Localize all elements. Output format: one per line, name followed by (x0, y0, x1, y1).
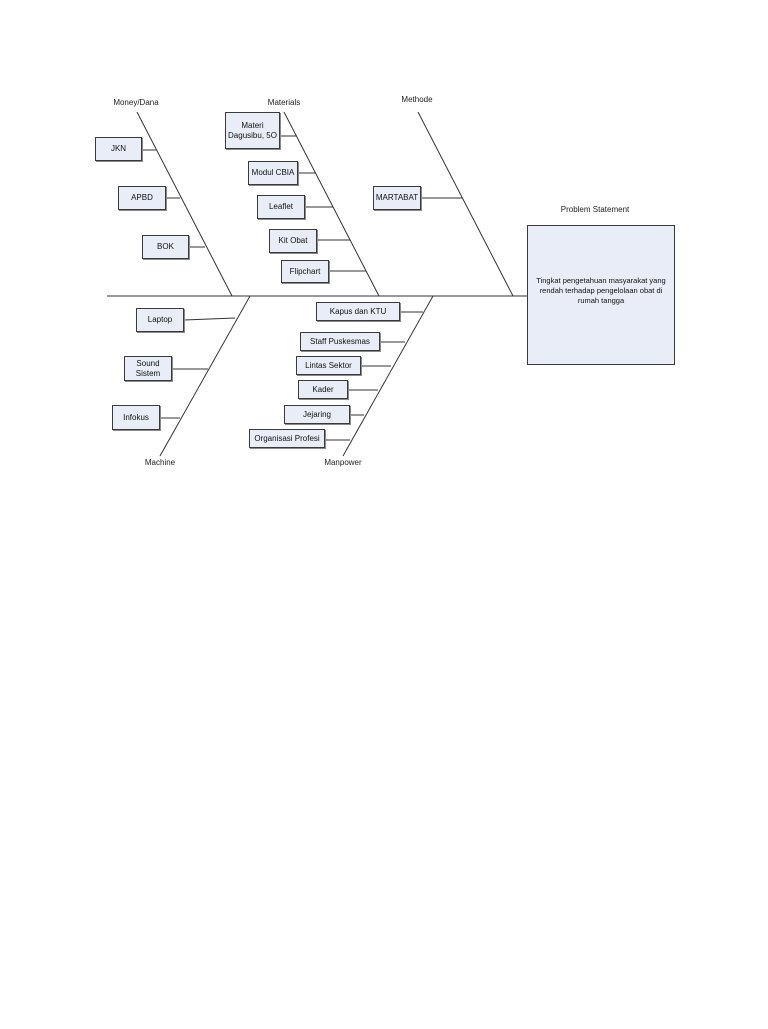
cause-box: BOK (142, 235, 189, 259)
cause-box: Sound Sistem (124, 356, 172, 381)
cause-box: Kit Obat (269, 229, 317, 253)
cause-box: Lintas Sektor (296, 356, 361, 375)
cause-box: JKN (95, 137, 142, 161)
category-label-money: Money/Dana (113, 98, 159, 107)
problem-statement-box: Tingkat pengetahuan masyarakat yang rend… (527, 225, 675, 365)
category-label-methode: Methode (401, 95, 433, 104)
cause-box: Leaflet (257, 195, 305, 219)
cause-box: APBD (118, 186, 166, 210)
problem-statement-text: Tingkat pengetahuan masyarakat yang rend… (536, 276, 666, 305)
cause-box: MARTABAT (373, 186, 421, 210)
cause-box: Infokus (112, 405, 160, 430)
bone-money (136, 111, 233, 297)
bone-manpower (342, 295, 434, 457)
cause-box: Organisasi Profesi (249, 429, 325, 448)
cause-box: Kader (298, 380, 348, 399)
cause-box: Kapus dan KTU (316, 302, 400, 321)
cause-box: Laptop (136, 308, 184, 332)
problem-statement-label: Problem Statement (560, 205, 630, 214)
bone-materials (283, 111, 380, 297)
bone-machine (159, 295, 251, 457)
category-label-machine: Machine (144, 458, 176, 467)
category-label-materials: Materials (267, 98, 301, 107)
cause-box: Materi Dagusibu, 5O (225, 112, 280, 149)
cause-box: Modul CBIA (248, 161, 298, 185)
cause-box: Flipchart (281, 260, 329, 283)
category-label-manpower: Manpower (324, 458, 362, 467)
bone-methode (417, 111, 514, 297)
connector-laptop (183, 317, 236, 321)
cause-box: Jejaring (284, 405, 350, 424)
cause-box: Staff Puskesmas (300, 332, 380, 351)
